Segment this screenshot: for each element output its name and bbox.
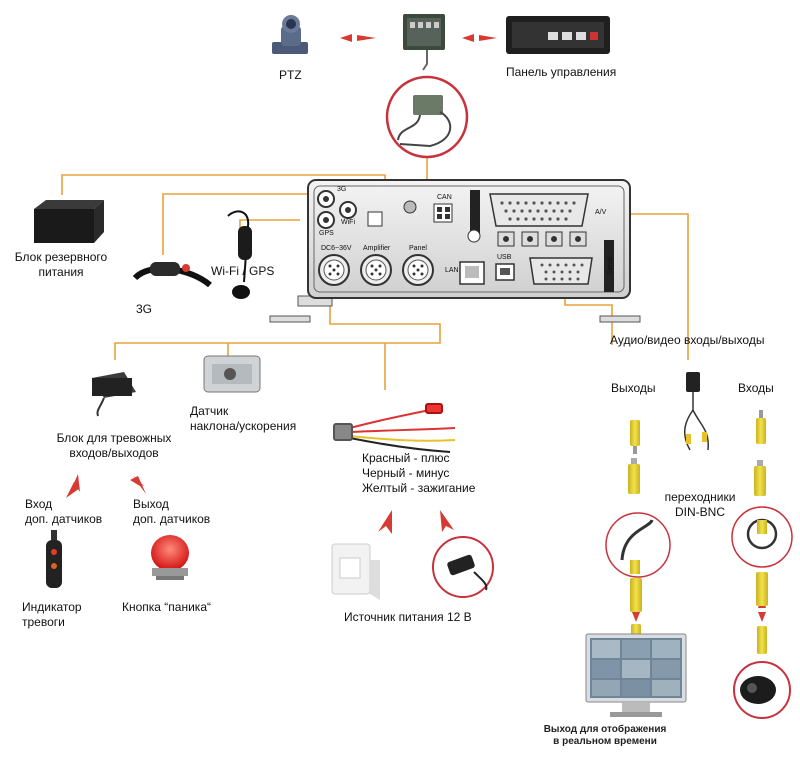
monitor-icon (585, 633, 687, 717)
realtime-display-label-line1: Выход для отображения (543, 724, 667, 735)
backup-power-label-line2: питания (38, 265, 84, 279)
outputs-label: Выходы (611, 381, 656, 395)
ptz-label: PTZ (279, 68, 302, 82)
power-socket-icon (331, 543, 380, 600)
rca-connectors (628, 410, 766, 496)
port-serial-label: Serial (606, 257, 614, 275)
wifi-gps-label: Wi-Fi / GPS (211, 264, 275, 278)
power-adapter-icon (432, 536, 494, 598)
adapter-callout-right (731, 506, 793, 568)
realtime-display-label-line2: в реальном времени (553, 736, 657, 747)
wire-harness-icon (333, 403, 456, 453)
alarm-block-label-line2: входов/выходов (69, 446, 159, 460)
adapters-label: переходники DIN-BNC (650, 490, 750, 520)
port-gps-label: GPS (319, 230, 334, 237)
port-can-label: CAN (437, 194, 452, 201)
alarm-block-label-line1: Блок для тревожных (56, 431, 172, 445)
3g-label: 3G (136, 302, 153, 316)
adapters-label-line1: переходники (664, 490, 736, 504)
sensor-out-label: Выход доп. датчиков (133, 497, 210, 527)
adapters-label-line2: DIN-BNC (675, 505, 725, 519)
connector-lines (61, 85, 689, 390)
junction-box-icon (403, 14, 445, 71)
adapter-callout-left (605, 512, 671, 578)
port-panel-label: Panel (409, 245, 427, 252)
alarm-block-label: Блок для тревожных входов/выходов (40, 431, 188, 461)
sensor-out-label-line1: Выход (133, 497, 169, 511)
backup-power-label-line1: Блок резервного (14, 250, 108, 264)
port-av-label: A/V (595, 209, 607, 216)
sensor-in-label: Вход доп. датчиков (25, 497, 102, 527)
port-usb-label: USB (497, 254, 512, 261)
port-3g-label: 3G (337, 186, 347, 193)
port-wifi-label: WiFi (341, 219, 355, 226)
wire-red-label: Красный - плюс (362, 451, 450, 465)
tilt-sensor-label: Датчик наклона/ускорения (190, 404, 296, 434)
tilt-sensor-label-line1: Датчик (190, 404, 229, 418)
wire-colors-legend: Красный - плюс Черный - минус Желтый - з… (362, 451, 475, 496)
panic-button-icon (151, 535, 189, 580)
sensor-in-label-line1: Вход (25, 497, 53, 511)
ptz-camera-icon (272, 15, 308, 54)
tilt-sensor-label-line2: наклона/ускорения (190, 419, 297, 433)
alarm-indicator-icon (46, 530, 62, 588)
dome-camera-icon (733, 661, 791, 719)
rca-connectors-lower (630, 572, 768, 654)
inputs-label: Входы (738, 381, 774, 395)
port-amplifier-label: Amplifier (363, 245, 391, 252)
wifi-gps-antenna-icon (227, 210, 252, 299)
sensor-out-label-line2: доп. датчиков (133, 512, 211, 526)
alarm-indicator-label-line2: тревоги (22, 615, 65, 629)
backup-power-label: Блок резервного питания (3, 250, 119, 280)
dvr-rear-panel (269, 179, 641, 323)
port-lan-label: LAN (445, 267, 459, 274)
3g-antenna-icon (132, 262, 212, 288)
wire-yellow-label: Желтый - зажигание (362, 481, 476, 495)
sensor-in-label-line2: доп. датчиков (25, 512, 103, 526)
panic-button-label: Кнопка “паника“ (122, 600, 211, 614)
control-panel-label: Панель управления (506, 65, 617, 79)
port-power-label: DC6~36V (321, 245, 352, 252)
alarm-indicator-label-line1: Индикатор (22, 600, 82, 614)
realtime-display-label: Выход для отображения в реальном времени (540, 724, 670, 748)
power-source-label: Источник питания 12 В (344, 610, 472, 624)
wire-black-label: Черный - минус (362, 466, 450, 480)
av-breakout-cable-icon (683, 372, 709, 451)
alarm-indicator-label: Индикатор тревоги (22, 600, 82, 630)
alarm-block-icon (92, 372, 136, 417)
cable-callout-icon (385, 75, 469, 159)
tilt-sensor-icon (203, 355, 261, 393)
control-panel-icon (506, 16, 610, 54)
av-io-label: Аудио/видео входы/выходы (610, 333, 765, 347)
backup-power-icon (34, 200, 104, 243)
